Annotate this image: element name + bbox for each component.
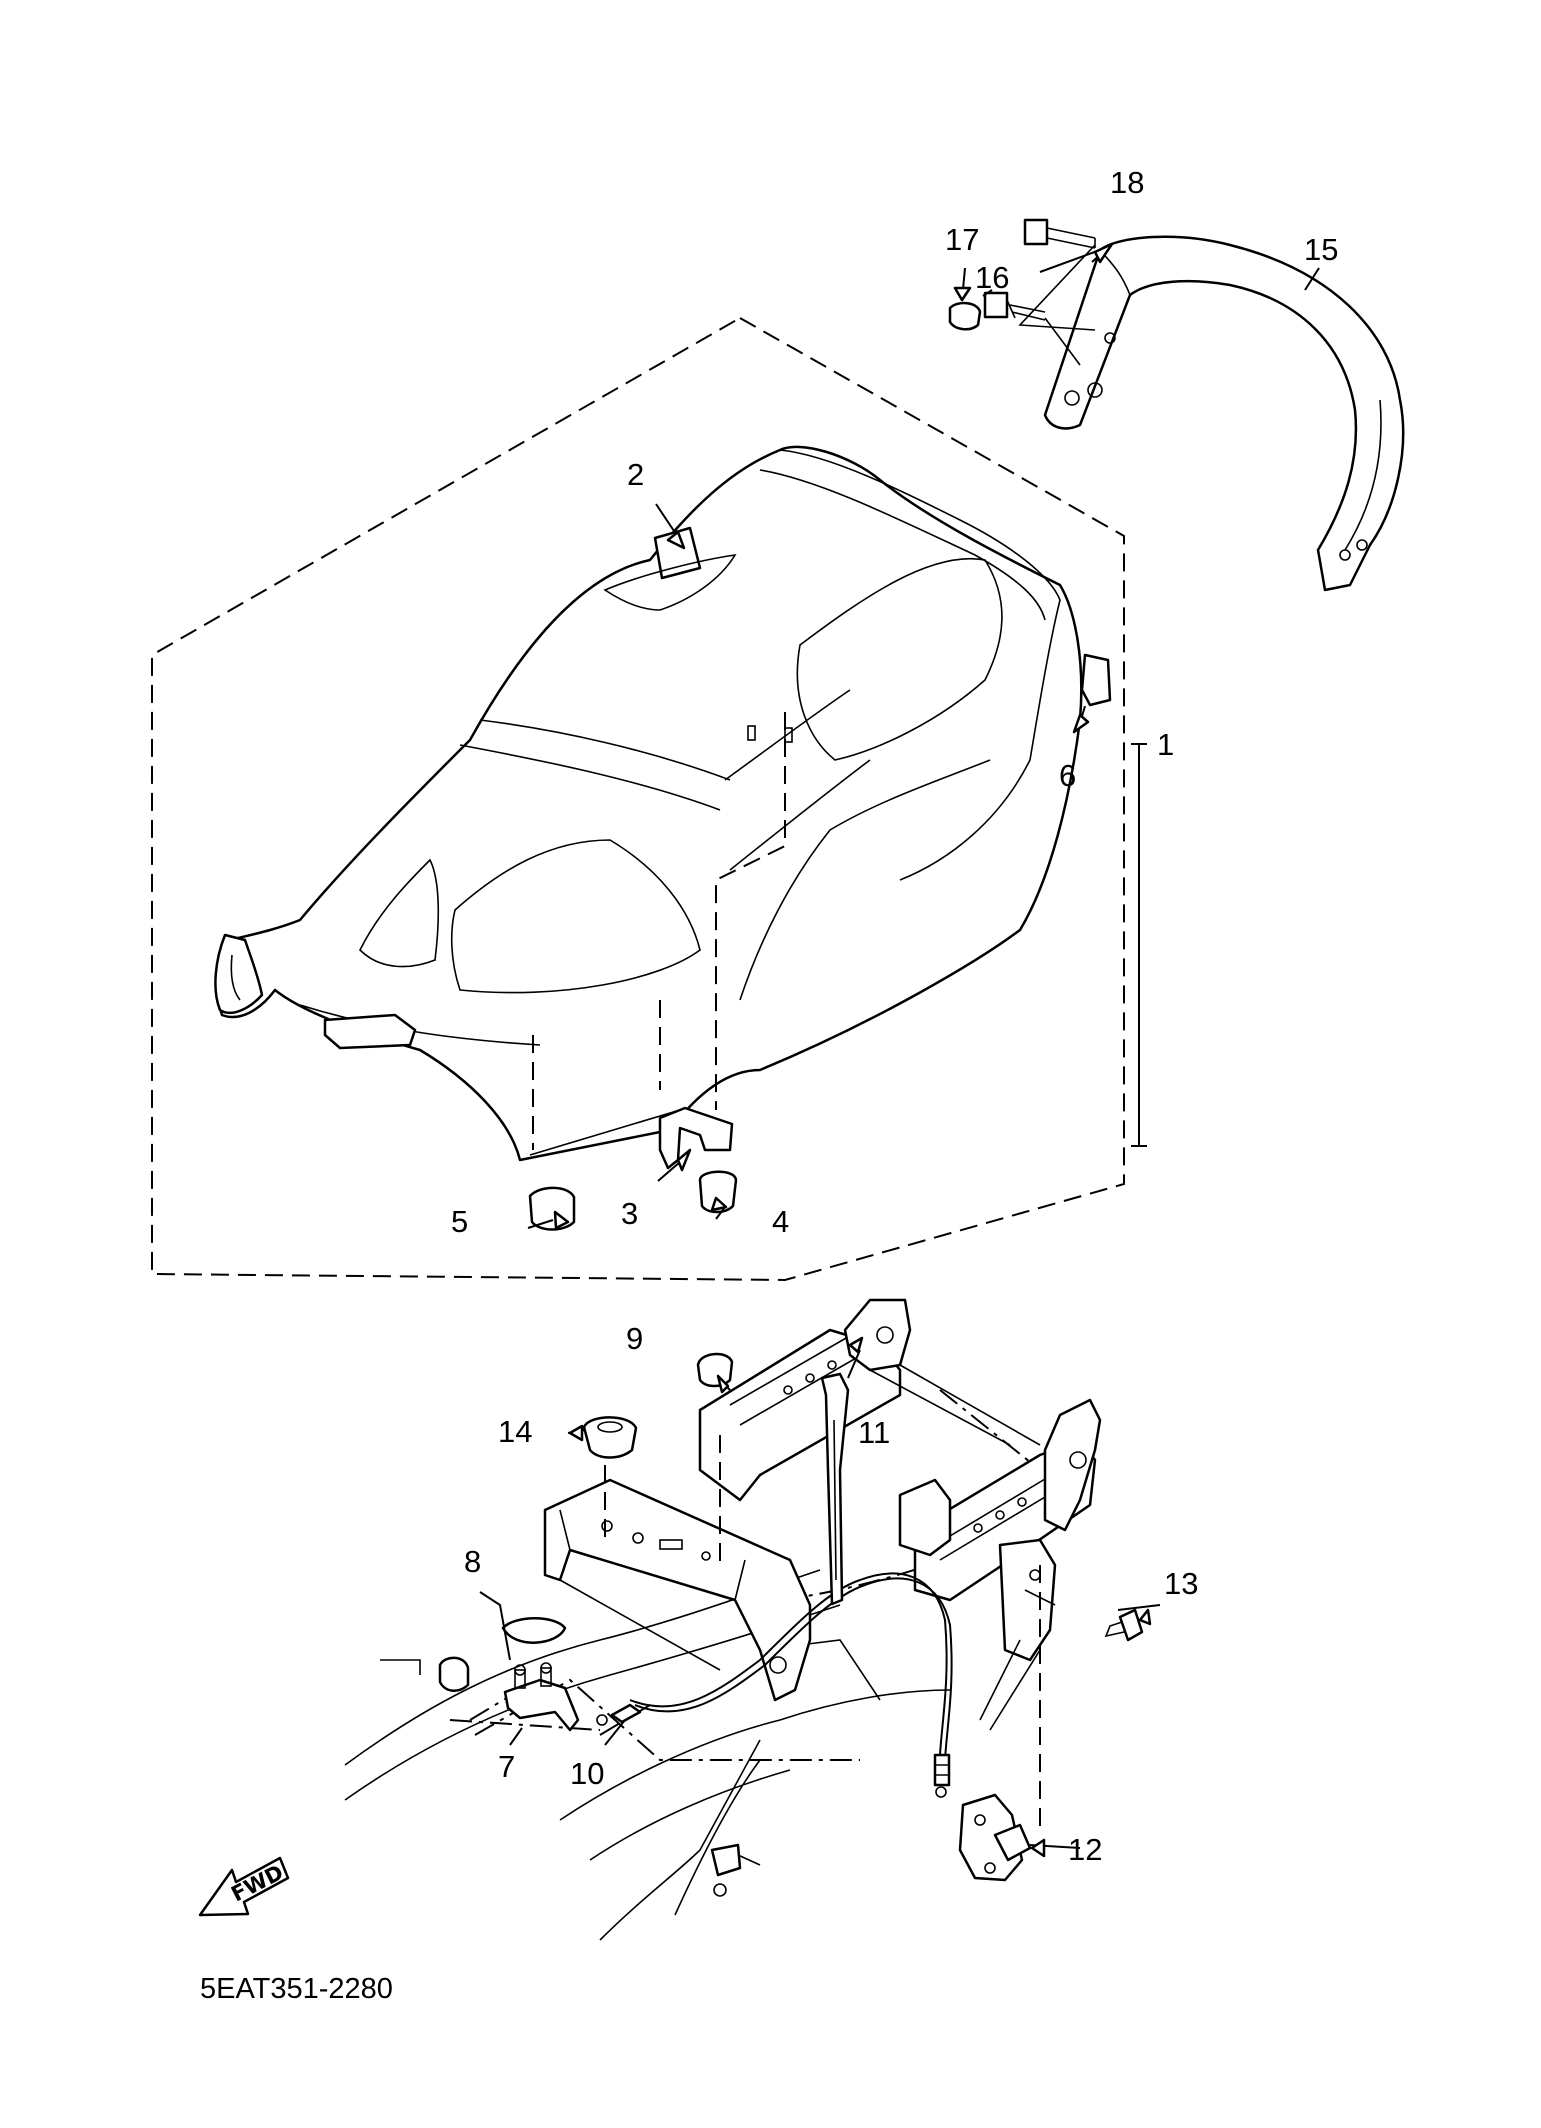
nut-part-17 xyxy=(948,301,982,331)
callout-16: 16 xyxy=(975,260,1009,295)
callout-11: 11 xyxy=(858,1415,890,1450)
callout-14: 14 xyxy=(498,1414,532,1449)
seat-assembly-boundary xyxy=(151,316,1125,1282)
bolt-part-18 xyxy=(1023,218,1096,249)
bracket-part xyxy=(658,1106,734,1170)
seat-part xyxy=(214,445,1112,1162)
callout-9: 9 xyxy=(626,1321,643,1356)
callout-3: 3 xyxy=(621,1196,638,1231)
bolt-part-9 xyxy=(696,1352,734,1388)
grab-bar-part xyxy=(1043,235,1405,592)
callout-2: 2 xyxy=(627,457,644,492)
lock-bracket-part xyxy=(503,1662,580,1732)
callout-4: 4 xyxy=(772,1204,789,1239)
callout-1: 1 xyxy=(1157,727,1174,762)
callout-10: 10 xyxy=(570,1756,604,1791)
seat-lock-part xyxy=(958,1793,1032,1882)
callout-17: 17 xyxy=(945,222,979,257)
grommet-part xyxy=(582,1416,638,1459)
callout-13: 13 xyxy=(1164,1566,1198,1601)
bolt-part-13 xyxy=(1104,1608,1144,1642)
damper-part xyxy=(698,1170,738,1214)
plate-part xyxy=(501,1617,567,1644)
callout-7: 7 xyxy=(498,1749,515,1784)
callout-6: 6 xyxy=(1059,758,1076,793)
callout-12: 12 xyxy=(1068,1832,1102,1867)
frame-part xyxy=(344,1298,1102,1941)
forward-arrow-icon: FWD xyxy=(198,1856,290,1917)
seat-lock-cable-part xyxy=(629,1572,948,1756)
callout-8: 8 xyxy=(464,1544,481,1579)
callout-15: 15 xyxy=(1304,232,1338,267)
callout-5: 5 xyxy=(451,1204,468,1239)
bolt-part-16 xyxy=(983,291,1046,321)
callout-18: 18 xyxy=(1110,165,1144,200)
diagram-code: 5EAT351-2280 xyxy=(200,1973,393,2005)
fwd-label: FWD xyxy=(227,1860,287,1906)
